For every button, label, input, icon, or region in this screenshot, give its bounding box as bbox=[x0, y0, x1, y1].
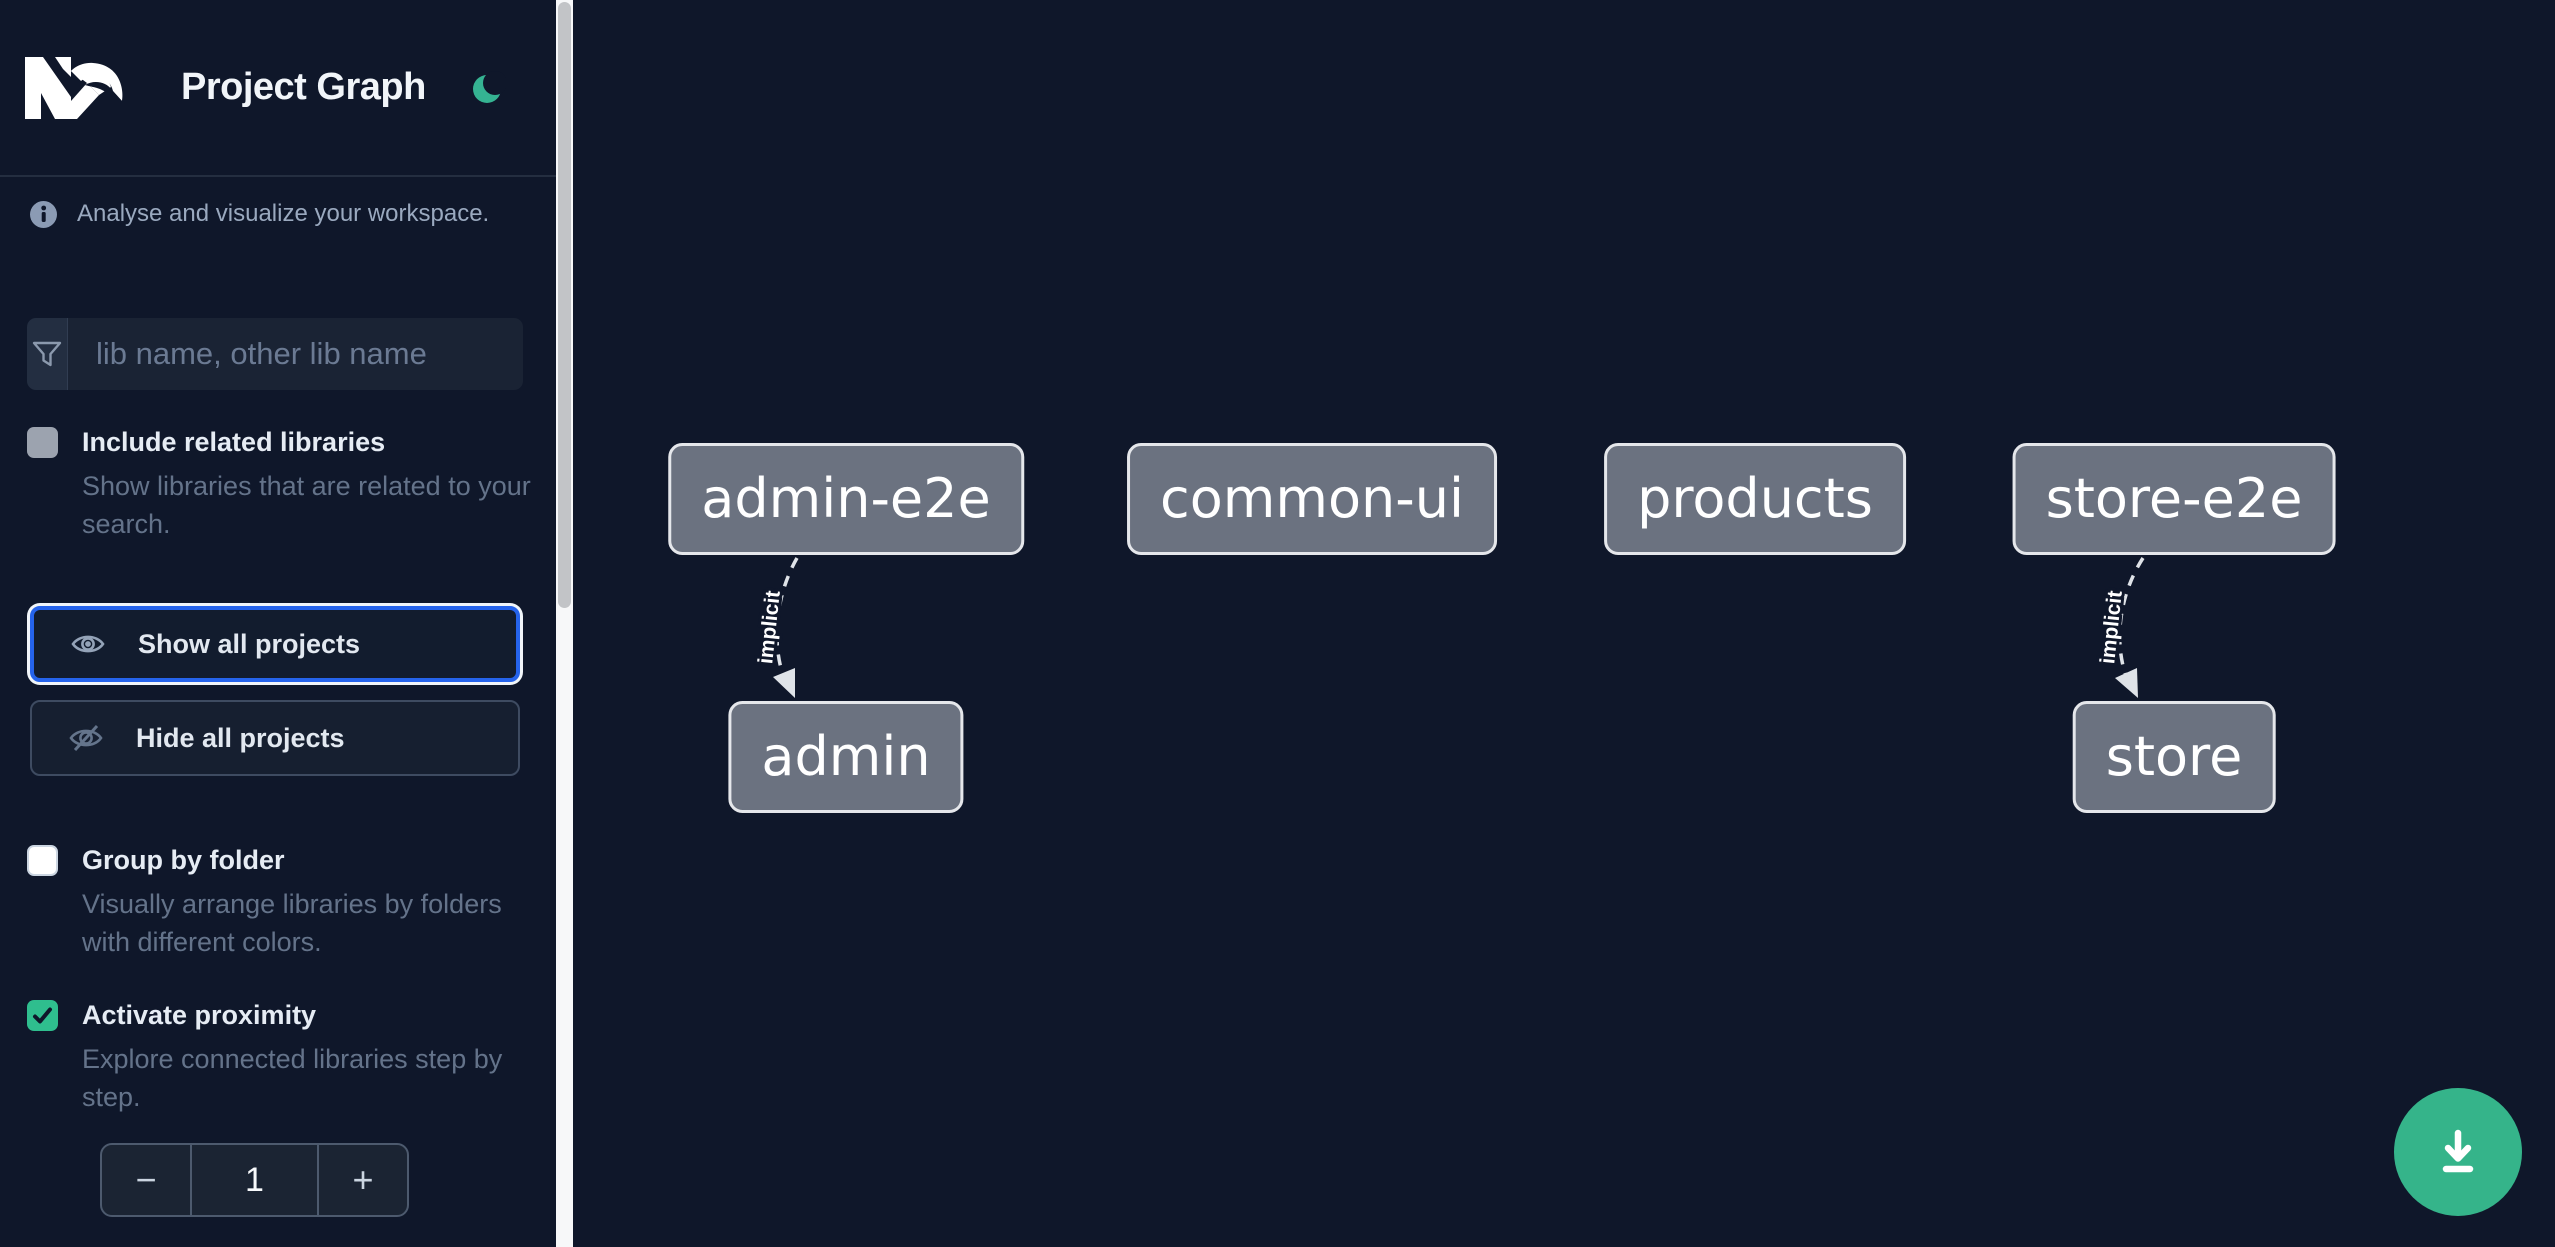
activate-proximity-description: Explore connected libraries step by step… bbox=[82, 1044, 503, 1112]
theme-toggle-moon-icon[interactable] bbox=[470, 70, 507, 106]
increment-button[interactable]: + bbox=[319, 1145, 407, 1215]
hide-all-projects-button[interactable]: Hide all projects bbox=[30, 700, 520, 776]
checkmark-icon bbox=[33, 1007, 52, 1024]
project-graph-canvas[interactable] bbox=[573, 0, 2555, 1247]
filter-input[interactable] bbox=[68, 318, 523, 390]
graph-node-store[interactable]: store bbox=[2072, 701, 2276, 813]
workspace-info: Analyse and visualize your workspace. bbox=[30, 200, 489, 228]
download-image-button[interactable] bbox=[2394, 1088, 2522, 1216]
depth-value: 1 bbox=[190, 1145, 319, 1215]
eye-off-icon bbox=[69, 724, 103, 752]
option-activate-proximity: Activate proximity Explore connected lib… bbox=[27, 998, 534, 1116]
nx-logo bbox=[25, 56, 123, 119]
sidebar: Project Graph Analyse and visualize your… bbox=[0, 0, 556, 1247]
include-related-label: Include related libraries bbox=[82, 427, 386, 457]
graph-node-admin[interactable]: admin bbox=[728, 701, 964, 813]
group-by-folder-description: Visually arrange libraries by folders wi… bbox=[82, 889, 502, 957]
decrement-button[interactable]: − bbox=[102, 1145, 190, 1215]
show-all-projects-label: Show all projects bbox=[138, 628, 361, 659]
include-related-checkbox[interactable] bbox=[27, 427, 58, 458]
group-by-folder-checkbox[interactable] bbox=[27, 845, 58, 876]
hide-all-projects-label: Hide all projects bbox=[136, 722, 345, 753]
graph-node-products[interactable]: products bbox=[1604, 443, 1906, 555]
activate-proximity-checkbox[interactable] bbox=[27, 1000, 58, 1031]
filter-field bbox=[27, 318, 523, 390]
sidebar-header: Project Graph bbox=[0, 0, 556, 177]
app-title: Project Graph bbox=[181, 66, 426, 108]
scrollbar-thumb[interactable] bbox=[558, 2, 571, 608]
eye-icon bbox=[71, 635, 105, 653]
include-related-description: Show libraries that are related to your … bbox=[82, 471, 531, 539]
sidebar-scrollbar[interactable] bbox=[556, 0, 573, 1247]
info-text: Analyse and visualize your workspace. bbox=[77, 200, 490, 227]
graph-node-admin-e2e[interactable]: admin-e2e bbox=[668, 443, 1024, 555]
option-group-by-folder: Group by folder Visually arrange librari… bbox=[27, 843, 534, 961]
graph-node-common-ui[interactable]: common-ui bbox=[1127, 443, 1497, 555]
activate-proximity-label: Activate proximity bbox=[82, 1000, 317, 1030]
info-icon bbox=[30, 200, 57, 228]
download-icon bbox=[2442, 1129, 2474, 1173]
show-all-projects-button[interactable]: Show all projects bbox=[30, 606, 520, 682]
option-include-related: Include related libraries Show libraries… bbox=[27, 425, 534, 543]
graph-node-store-e2e[interactable]: store-e2e bbox=[2012, 443, 2336, 555]
group-by-folder-label: Group by folder bbox=[82, 845, 285, 875]
proximity-depth-stepper: − 1 + bbox=[100, 1143, 409, 1217]
funnel-icon bbox=[27, 318, 68, 390]
